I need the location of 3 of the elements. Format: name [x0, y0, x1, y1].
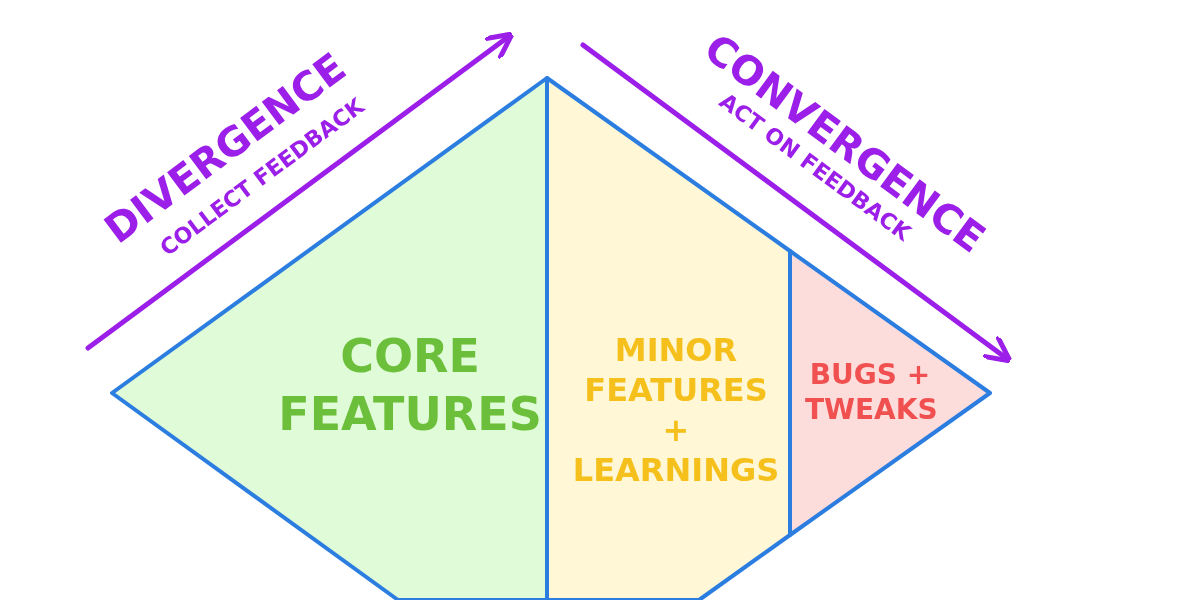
section-label: MINOR FEATURES + LEARNINGS [571, 330, 781, 490]
section-label: BUGS + TWEAKS [805, 357, 935, 427]
section-label: CORE FEATURES [277, 327, 543, 442]
